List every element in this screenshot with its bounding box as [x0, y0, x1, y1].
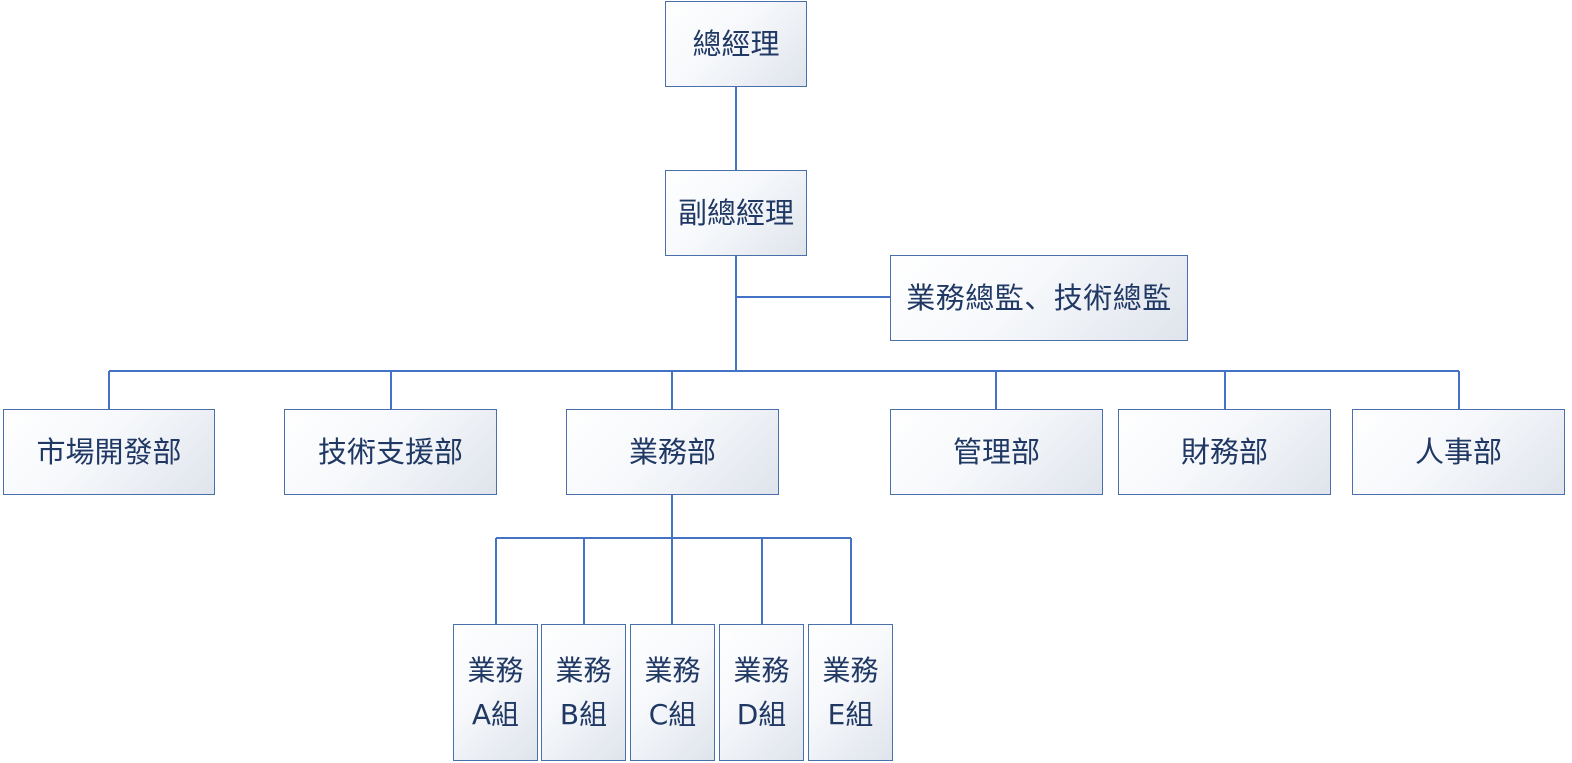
node-sales-group-b: 業務 B組 [541, 624, 626, 761]
node-label-line2: C組 [648, 697, 697, 731]
node-market-development-dept: 市場開發部 [3, 409, 215, 495]
node-label-line2: A組 [471, 697, 520, 731]
node-general-manager: 總經理 [665, 1, 807, 87]
node-directors: 業務總監、技術總監 [890, 255, 1188, 341]
node-label: 市場開發部 [36, 434, 182, 469]
node-label: 業務總監、技術總監 [906, 280, 1172, 315]
node-label-line1: 業務 [555, 654, 612, 688]
node-label-line1: 業務 [467, 654, 524, 688]
node-label: 副總經理 [677, 195, 794, 230]
node-label: 業務部 [628, 434, 716, 469]
node-label-line2: B組 [559, 697, 608, 731]
node-label-line2: E組 [827, 697, 874, 731]
node-hr-dept: 人事部 [1352, 409, 1565, 495]
node-admin-dept: 管理部 [890, 409, 1103, 495]
node-label-line1: 業務 [822, 654, 879, 688]
node-label-group: 業務 E組 [822, 649, 878, 736]
node-label: 管理部 [952, 434, 1040, 469]
node-label-group: 業務 C組 [644, 649, 700, 736]
node-tech-support-dept: 技術支援部 [284, 409, 497, 495]
node-label-group: 業務 A組 [467, 649, 523, 736]
node-sales-dept: 業務部 [566, 409, 779, 495]
node-label-line2: D組 [736, 697, 787, 731]
node-sales-group-e: 業務 E組 [808, 624, 893, 761]
node-label: 技術支援部 [317, 434, 463, 469]
node-label: 財務部 [1180, 434, 1268, 469]
node-label-group: 業務 B組 [555, 649, 611, 736]
node-label-line1: 業務 [733, 654, 790, 688]
node-label: 人事部 [1414, 434, 1502, 469]
node-sales-group-c: 業務 C組 [630, 624, 715, 761]
node-sales-group-a: 業務 A組 [453, 624, 538, 761]
node-vice-general-manager: 副總經理 [665, 170, 807, 256]
node-sales-group-d: 業務 D組 [719, 624, 804, 761]
node-label-line1: 業務 [644, 654, 701, 688]
node-finance-dept: 財務部 [1118, 409, 1331, 495]
node-label-group: 業務 D組 [733, 649, 789, 736]
node-label: 總經理 [692, 26, 780, 61]
